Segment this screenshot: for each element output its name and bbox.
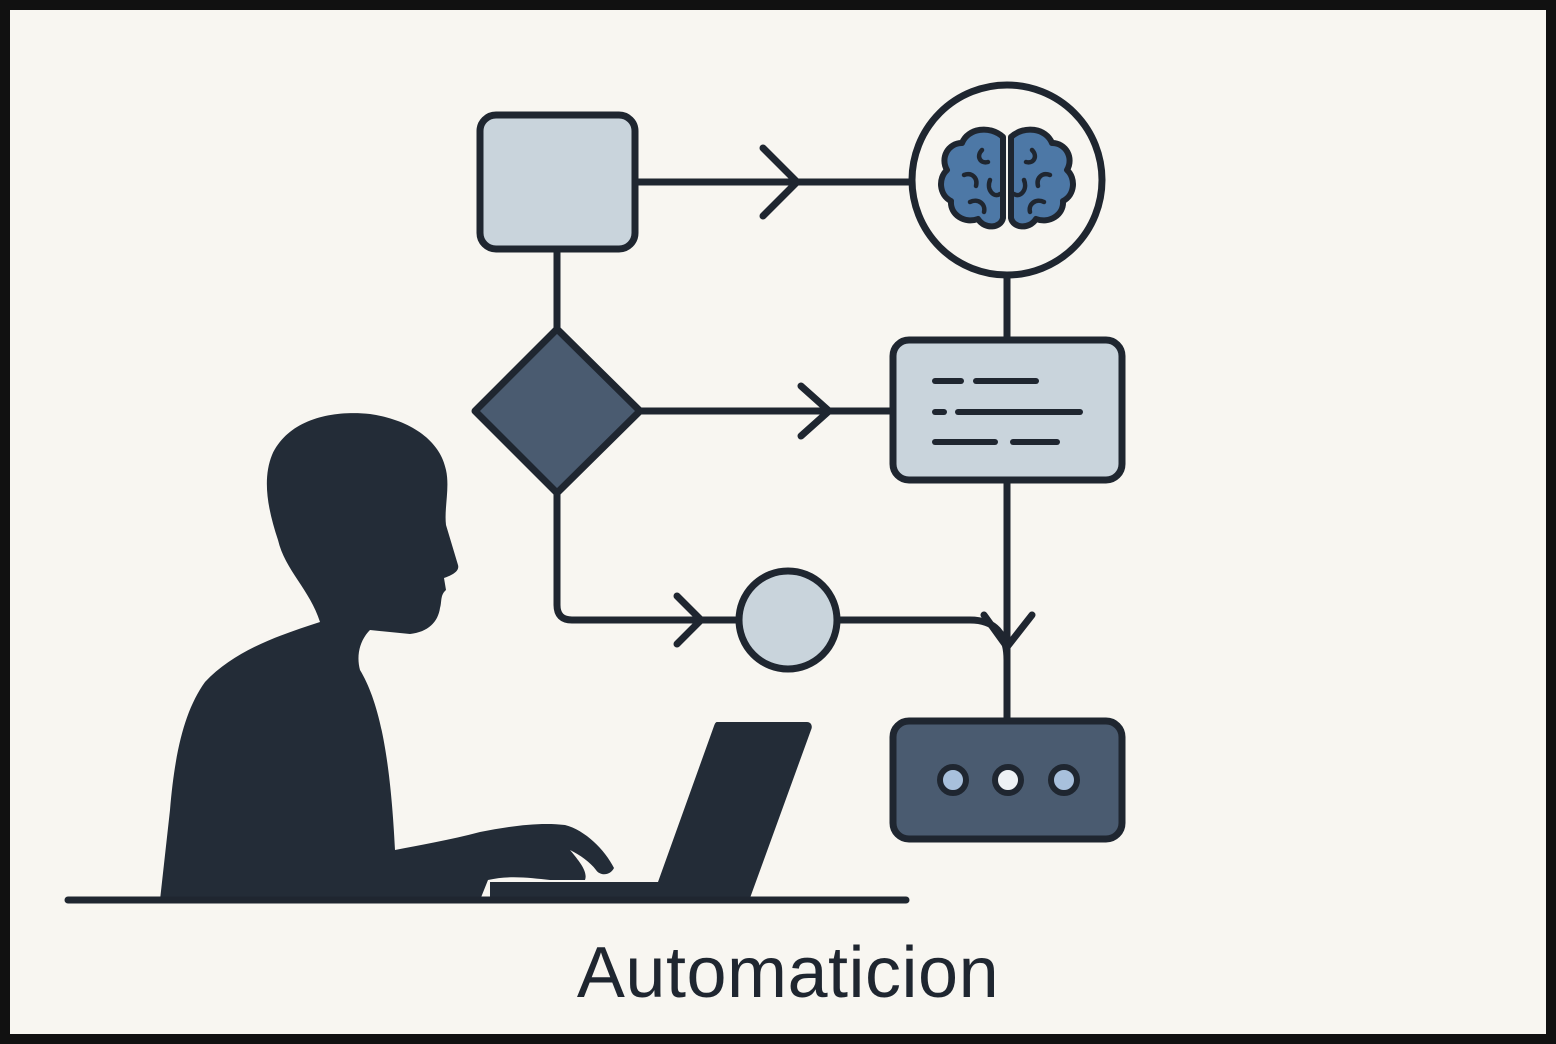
person-silhouette <box>160 413 614 900</box>
start-node <box>476 111 639 253</box>
output-dot-2 <box>992 764 1024 796</box>
laptop-icon <box>658 722 812 898</box>
document-lines-icon <box>932 378 1083 445</box>
decision-node <box>471 325 644 497</box>
output-dot-1 <box>937 764 969 796</box>
arrow-head-bottom <box>673 592 705 648</box>
arrow-head-top <box>759 144 801 220</box>
connector-decision-down <box>553 489 743 624</box>
output-dot-3 <box>1048 764 1080 796</box>
brain-node <box>908 81 1106 279</box>
caption-title: Automaticion <box>576 933 1000 1013</box>
laptop-base <box>490 882 710 898</box>
arrow-head-middle <box>797 382 833 440</box>
arrow-head-down <box>980 611 1036 651</box>
process-circle-node <box>735 567 841 673</box>
brain-icon <box>938 126 1076 230</box>
connector-circle-to-output <box>833 616 1011 724</box>
automation-illustration <box>64 81 1126 904</box>
